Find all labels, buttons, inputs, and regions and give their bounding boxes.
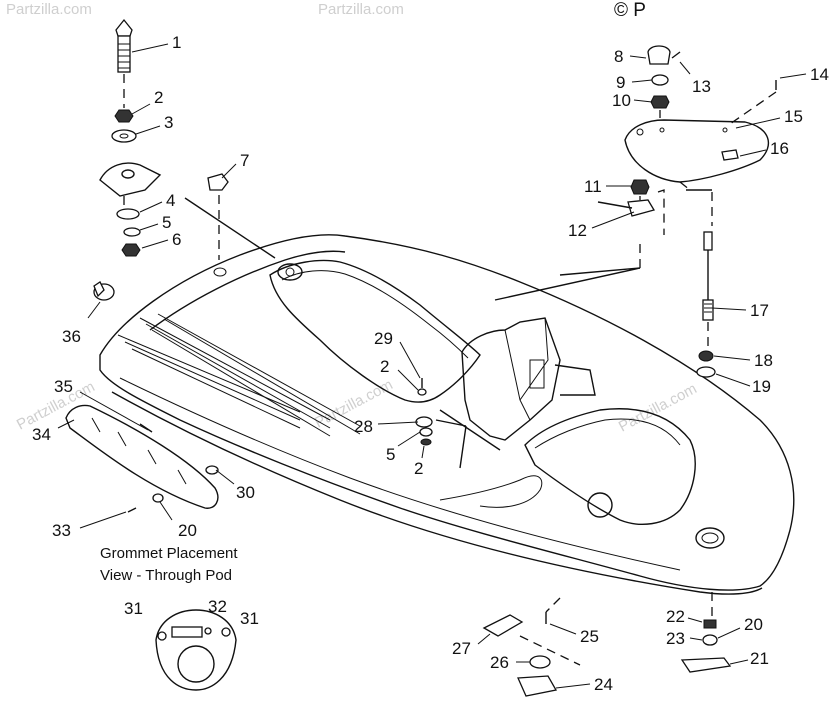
watermark-group: Partzilla.com Partzilla.com Partzilla.co… <box>6 1 700 436</box>
callout-label: 30 <box>236 483 255 502</box>
watermark: Partzilla.com <box>616 380 700 435</box>
callout-label: 8 <box>614 47 623 66</box>
callout-label: 6 <box>172 230 181 249</box>
callout-label: 21 <box>750 649 769 668</box>
watermark: Partzilla.com <box>6 1 92 18</box>
callout-label: 19 <box>752 377 771 396</box>
hardware-stack-left <box>99 18 276 277</box>
callout-label: 31 <box>240 609 259 628</box>
callout-label: 1 <box>172 33 181 52</box>
watermark: Partzilla.com <box>318 1 404 18</box>
callout-label: 7 <box>240 151 249 170</box>
callout-label: 26 <box>490 653 509 672</box>
callout-label: 5 <box>386 445 395 464</box>
callout-label: 36 <box>62 327 81 346</box>
callout-label: 9 <box>616 73 625 92</box>
callout-label: 23 <box>666 629 685 648</box>
inset-caption-line1: Grommet Placement <box>100 545 238 562</box>
grommet-inset <box>155 609 237 691</box>
callout-label: 27 <box>452 639 471 658</box>
callout-label: 2 <box>414 459 423 478</box>
side-pod-assembly <box>65 281 219 513</box>
callout-label: 15 <box>784 107 803 126</box>
callout-label: 5 <box>162 213 171 232</box>
callout-label: 28 <box>354 417 373 436</box>
callout-label: 14 <box>810 65 829 84</box>
callout-label: 10 <box>612 91 631 110</box>
leader-lines <box>57 43 807 689</box>
lower-hardware <box>482 592 732 697</box>
callout-label: 25 <box>580 627 599 646</box>
callout-label: 12 <box>568 221 587 240</box>
callout-label: 34 <box>32 425 51 444</box>
callout-label: 17 <box>750 301 769 320</box>
callout-label: 20 <box>744 615 763 634</box>
callout-label: 2 <box>380 357 389 376</box>
callout-label: 20 <box>178 521 197 540</box>
callout-labels: 1 2 3 4 5 6 7 8 9 10 11 12 13 14 15 16 1… <box>32 33 829 694</box>
callout-label: 16 <box>770 139 789 158</box>
callout-label: 4 <box>166 191 175 210</box>
callout-label: 35 <box>54 377 73 396</box>
copyright-mark: © P <box>614 0 646 21</box>
callout-label: 3 <box>164 113 173 132</box>
hull-body <box>99 234 795 595</box>
callout-label: 11 <box>584 177 602 196</box>
callout-label: 31 <box>124 599 143 618</box>
callout-label: 13 <box>692 77 711 96</box>
hardware-stack-right <box>494 45 777 378</box>
callout-label: 24 <box>594 675 613 694</box>
callout-label: 18 <box>754 351 773 370</box>
callout-label: 33 <box>52 521 71 540</box>
callout-label: 29 <box>374 329 393 348</box>
callout-label: 22 <box>666 607 685 626</box>
seat-hardware <box>415 378 501 469</box>
inset-caption-line2: View - Through Pod <box>100 567 232 584</box>
callout-label: 32 <box>208 597 227 616</box>
callout-label: 2 <box>154 88 163 107</box>
